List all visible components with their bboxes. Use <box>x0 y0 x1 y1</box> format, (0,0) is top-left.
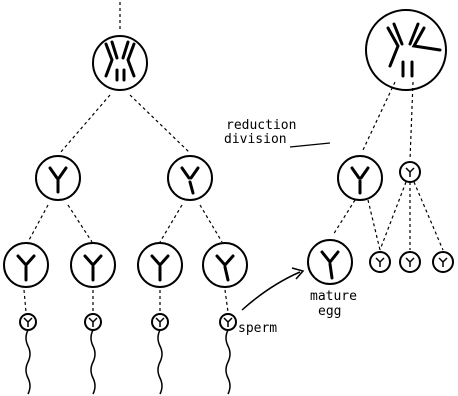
primary-spermatocyte <box>93 36 147 90</box>
label-reduction: reduction <box>226 118 296 133</box>
small-chromosomes <box>24 168 447 327</box>
chromosomes <box>18 24 440 280</box>
cells <box>4 10 453 330</box>
label-division: division <box>224 132 287 147</box>
label-mature: mature <box>310 289 357 304</box>
division-underline <box>290 143 330 147</box>
label-sperm: sperm <box>238 321 277 336</box>
sperm-tails <box>26 330 230 394</box>
fertilization-arrow <box>242 268 303 310</box>
label-egg: egg <box>318 304 341 319</box>
